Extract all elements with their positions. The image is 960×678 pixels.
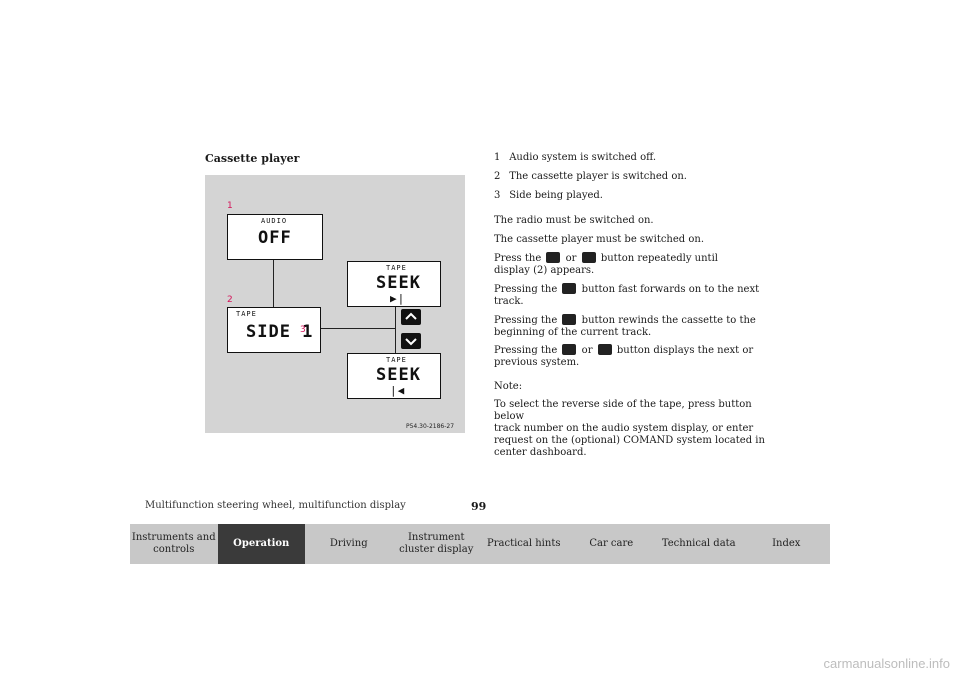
tab-instrument-cluster-display[interactable]: Instrument cluster display bbox=[392, 524, 480, 564]
text-run: or bbox=[581, 345, 593, 356]
page-forward-icon bbox=[581, 252, 596, 263]
text-run: or bbox=[565, 253, 577, 264]
chevron-up-icon bbox=[562, 283, 577, 294]
legend-item-3: 3 Side being played. bbox=[494, 190, 603, 201]
text-run: center dashboard. bbox=[494, 447, 587, 458]
display-small-label: TAPE bbox=[386, 356, 407, 364]
note-text: To select the reverse side of the tape, … bbox=[494, 399, 774, 459]
paragraph-press-buttons: Press the or button repeatedly until dis… bbox=[494, 252, 764, 277]
note-label: Note: bbox=[494, 381, 523, 392]
text-run: Pressing the bbox=[494, 315, 558, 326]
legend-text: The cassette player is switched on. bbox=[509, 171, 687, 182]
display-small-label: TAPE bbox=[386, 264, 407, 272]
text-run: button displays the next or bbox=[616, 345, 754, 356]
footer-title: Multifunction steering wheel, multifunct… bbox=[145, 500, 406, 511]
down-arrow-button bbox=[401, 333, 421, 349]
legend-text: Side being played. bbox=[509, 190, 603, 201]
seek-next-icon: ▶| bbox=[390, 292, 406, 305]
chevron-down-icon bbox=[405, 338, 417, 346]
connector-line bbox=[395, 307, 396, 353]
seek-prev-icon: |◀ bbox=[390, 384, 406, 397]
text-run: Pressing the bbox=[494, 345, 558, 356]
page-back-icon bbox=[546, 252, 561, 263]
legend-item-2: 2 The cassette player is switched on. bbox=[494, 171, 687, 182]
tab-car-care[interactable]: Car care bbox=[567, 524, 655, 564]
chevron-down-icon bbox=[562, 314, 577, 325]
tab-index[interactable]: Index bbox=[742, 524, 830, 564]
tab-practical-hints[interactable]: Practical hints bbox=[480, 524, 568, 564]
up-arrow-button bbox=[401, 309, 421, 325]
connector-line bbox=[273, 260, 274, 307]
display-seek-next: TAPE SEEK ▶| bbox=[347, 261, 441, 307]
page-number: 99 bbox=[471, 500, 487, 513]
legend-number: 2 bbox=[494, 171, 501, 182]
page-back-icon bbox=[562, 344, 577, 355]
legend-text: Audio system is switched off. bbox=[509, 152, 657, 163]
chevron-up-icon bbox=[405, 312, 417, 320]
display-big-label: OFF bbox=[258, 228, 292, 248]
figure-code: P54.30-2186-27 bbox=[406, 423, 455, 430]
text-run: track number on the audio system display… bbox=[494, 423, 754, 434]
watermark: carmanualsonline.info bbox=[823, 656, 950, 671]
text-run: track. bbox=[494, 296, 524, 307]
text-run: display (2) appears. bbox=[494, 265, 595, 276]
connector-line bbox=[321, 328, 395, 329]
display-small-label: TAPE bbox=[236, 310, 257, 318]
tab-operation[interactable]: Operation bbox=[217, 524, 305, 564]
legend-item-1: 1 Audio system is switched off. bbox=[494, 152, 656, 163]
text-run: Press the bbox=[494, 253, 542, 264]
tab-instruments-and-controls[interactable]: Instruments and controls bbox=[130, 524, 218, 564]
paragraph-cassette-on: The cassette player must be switched on. bbox=[494, 234, 705, 245]
callout-1: 1 bbox=[227, 201, 233, 211]
chapter-nav: Instruments and controls Operation Drivi… bbox=[130, 524, 830, 564]
legend-number: 1 bbox=[494, 152, 501, 163]
text-run: beginning of the current track. bbox=[494, 327, 652, 338]
legend-number: 3 bbox=[494, 190, 501, 201]
tab-technical-data[interactable]: Technical data bbox=[655, 524, 743, 564]
display-audio-off: AUDIO OFF bbox=[227, 214, 323, 260]
section-title: Cassette player bbox=[205, 152, 300, 165]
text-run: button rewinds the cassette to the bbox=[581, 315, 756, 326]
paragraph-rewind: Pressing the button rewinds the cassette… bbox=[494, 314, 764, 339]
display-tape-side: TAPE SIDE 1 bbox=[227, 307, 321, 353]
text-run: button fast forwards on to the next bbox=[581, 284, 760, 295]
display-big-label: SEEK bbox=[376, 365, 421, 385]
text-run: request on the (optional) COMAND system … bbox=[494, 435, 765, 446]
display-seek-prev: TAPE SEEK |◀ bbox=[347, 353, 441, 399]
paragraph-radio-on: The radio must be switched on. bbox=[494, 215, 654, 226]
paragraph-next-system: Pressing the or button displays the next… bbox=[494, 344, 764, 369]
display-small-label: AUDIO bbox=[261, 217, 288, 225]
callout-2: 2 bbox=[227, 295, 233, 305]
text-run: button repeatedly until bbox=[600, 253, 718, 264]
display-big-label: SIDE 1 bbox=[246, 322, 314, 342]
text-run: previous system. bbox=[494, 357, 580, 368]
display-big-label: SEEK bbox=[376, 273, 421, 293]
paragraph-fast-forward: Pressing the button fast forwards on to … bbox=[494, 283, 764, 308]
text-run: Pressing the bbox=[494, 284, 558, 295]
text-run: To select the reverse side of the tape, … bbox=[494, 399, 752, 422]
callout-3: 3 bbox=[300, 325, 306, 335]
tab-driving[interactable]: Driving bbox=[305, 524, 393, 564]
page-forward-icon bbox=[597, 344, 612, 355]
cassette-figure: 1 AUDIO OFF 2 TAPE SIDE 1 3 TAPE SEEK ▶|… bbox=[205, 175, 465, 433]
